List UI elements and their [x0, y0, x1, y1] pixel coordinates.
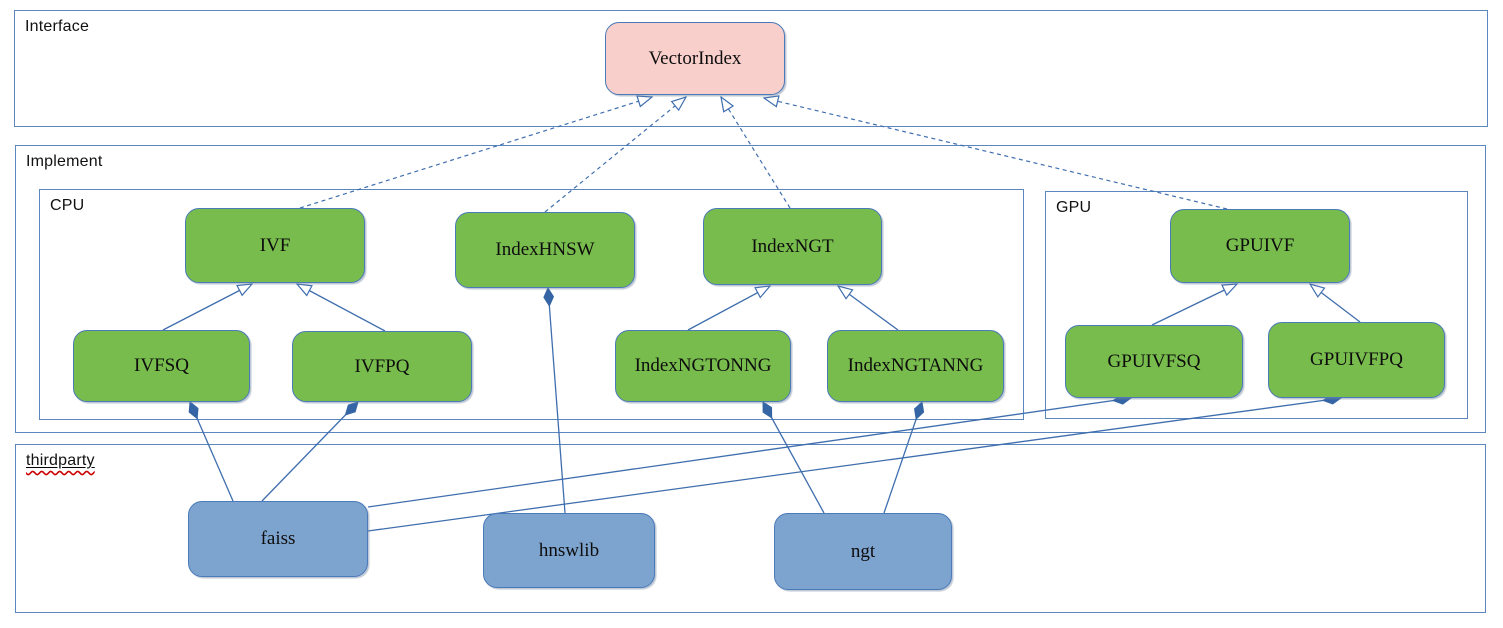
node-faiss: faiss: [188, 501, 368, 577]
container-implement: Implement: [15, 145, 1486, 433]
node-ivfpq: IVFPQ: [292, 331, 472, 402]
node-label: VectorIndex: [648, 47, 742, 69]
node-indexngtonng: IndexNGTONNG: [615, 330, 791, 402]
node-vectorindex: VectorIndex: [605, 22, 785, 95]
container-interface: Interface: [14, 10, 1488, 127]
edge-inheritance-ivfpq-ivf: [297, 284, 386, 332]
edge-realization-ivf-vectorindex: [299, 97, 652, 209]
node-ngt: ngt: [774, 513, 952, 590]
node-label: IndexNGTANNG: [847, 355, 984, 376]
edge-inheritance-ivfsq-ivf: [162, 284, 252, 331]
container-label-cpu: CPU: [50, 197, 85, 214]
edge-inheritance-gpuivfsq-gpuivf: [1151, 284, 1237, 326]
node-hnswlib: hnswlib: [483, 513, 655, 588]
node-label: IVFSQ: [134, 355, 189, 376]
edge-realization-gpuivf-vectorindex: [764, 98, 1228, 210]
spellcheck-underline: thirdparty: [26, 452, 95, 470]
node-label: IVFPQ: [354, 355, 410, 377]
node-indexhnsw: IndexHNSW: [455, 212, 635, 288]
edge-composition-hnswlib-indexhnsw: [548, 288, 566, 514]
node-label: ngt: [850, 540, 876, 562]
node-indexngt: IndexNGT: [703, 208, 882, 285]
container-label-thirdparty: thirdparty: [26, 452, 95, 469]
edge-inheritance-indexngtanng-indexngt: [838, 286, 899, 331]
node-gpuivf: GPUIVF: [1170, 209, 1350, 283]
edge-composition-ngt-indexngtanng: [883, 402, 922, 514]
node-label: GPUIVFPQ: [1310, 349, 1403, 370]
node-gpuivfpq: GPUIVFPQ: [1268, 322, 1445, 398]
edge-composition-faiss-gpuivfsq: [367, 398, 1131, 508]
container-label-interface: Interface: [25, 18, 90, 35]
node-indexngtanng: IndexNGTANNG: [827, 330, 1004, 402]
node-label: IVF: [259, 234, 291, 256]
edge-realization-indexhnsw-vectorindex: [544, 97, 686, 213]
node-gpuivfsq: GPUIVFSQ: [1065, 325, 1243, 398]
edge-composition-faiss-ivfsq: [190, 402, 234, 502]
container-label-gpu: GPU: [1056, 199, 1092, 216]
node-label: GPUIVFSQ: [1107, 350, 1201, 372]
edge-inheritance-indexngtonng-indexngt: [687, 286, 770, 331]
edge-composition-faiss-ivfpq: [261, 402, 358, 502]
edge-composition-ngt-indexngtonng: [762, 402, 825, 514]
container-label-implement: Implement: [26, 153, 103, 170]
container-thirdparty: thirdparty: [15, 444, 1486, 613]
node-label: IndexNGTONNG: [634, 355, 772, 376]
node-label: hnswlib: [538, 539, 600, 561]
node-ivfsq: IVFSQ: [73, 330, 250, 402]
edge-realization-indexngt-vectorindex: [721, 97, 791, 209]
node-label: IndexNGT: [751, 235, 834, 257]
container-cpu: CPU: [39, 189, 1024, 420]
node-label: GPUIVF: [1225, 235, 1295, 256]
node-label: faiss: [260, 528, 296, 549]
node-ivf: IVF: [185, 208, 365, 283]
edge-inheritance-gpuivfpq-gpuivf: [1310, 284, 1361, 323]
node-label: IndexHNSW: [495, 239, 595, 260]
edge-composition-faiss-gpuivfpq: [367, 398, 1341, 532]
container-gpu: GPU: [1045, 191, 1468, 419]
